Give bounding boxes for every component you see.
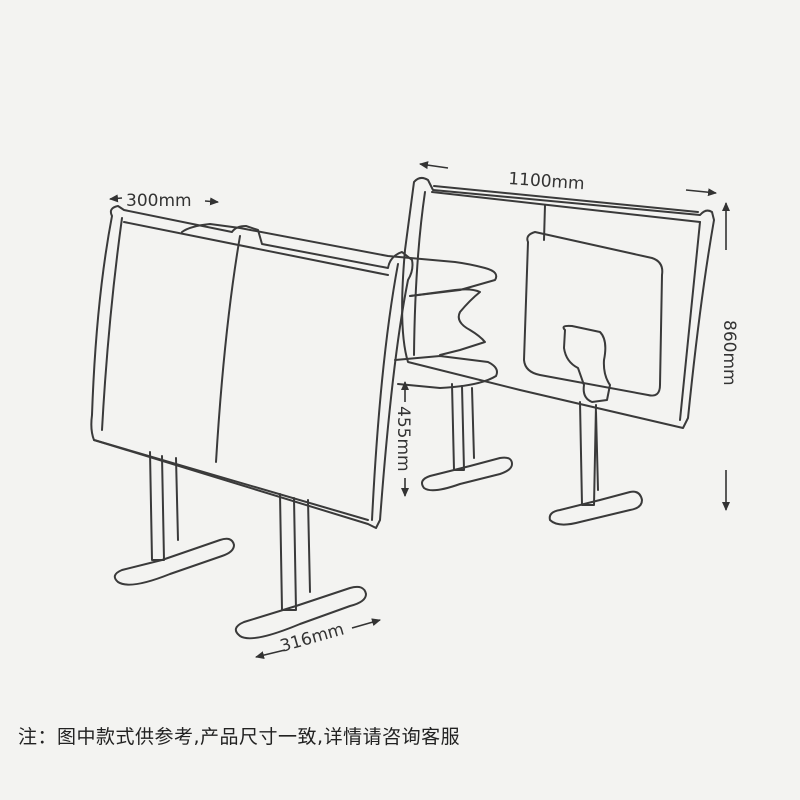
dim-300-line-right <box>204 197 219 206</box>
dim-height-label: 860mm <box>719 320 739 386</box>
dim-seat-height-label: 455mm <box>393 406 413 472</box>
dim-depth-top-label: 300mm <box>126 191 192 211</box>
back-desk-unit <box>401 176 715 526</box>
dim-316-line-left <box>255 649 286 660</box>
dim-1100-line-left <box>419 161 449 170</box>
front-desk-unit <box>90 205 513 640</box>
dim-1100-line-right <box>685 188 717 197</box>
dim-depth-bottom-label: 316mm <box>278 620 347 657</box>
dim-316-line-right <box>351 618 381 629</box>
dim-width-label: 1100mm <box>508 169 586 194</box>
dim-300-line-left <box>109 194 123 203</box>
footnote: 注：图中款式供参考,产品尺寸一致,详情请咨询客服 <box>18 726 461 748</box>
